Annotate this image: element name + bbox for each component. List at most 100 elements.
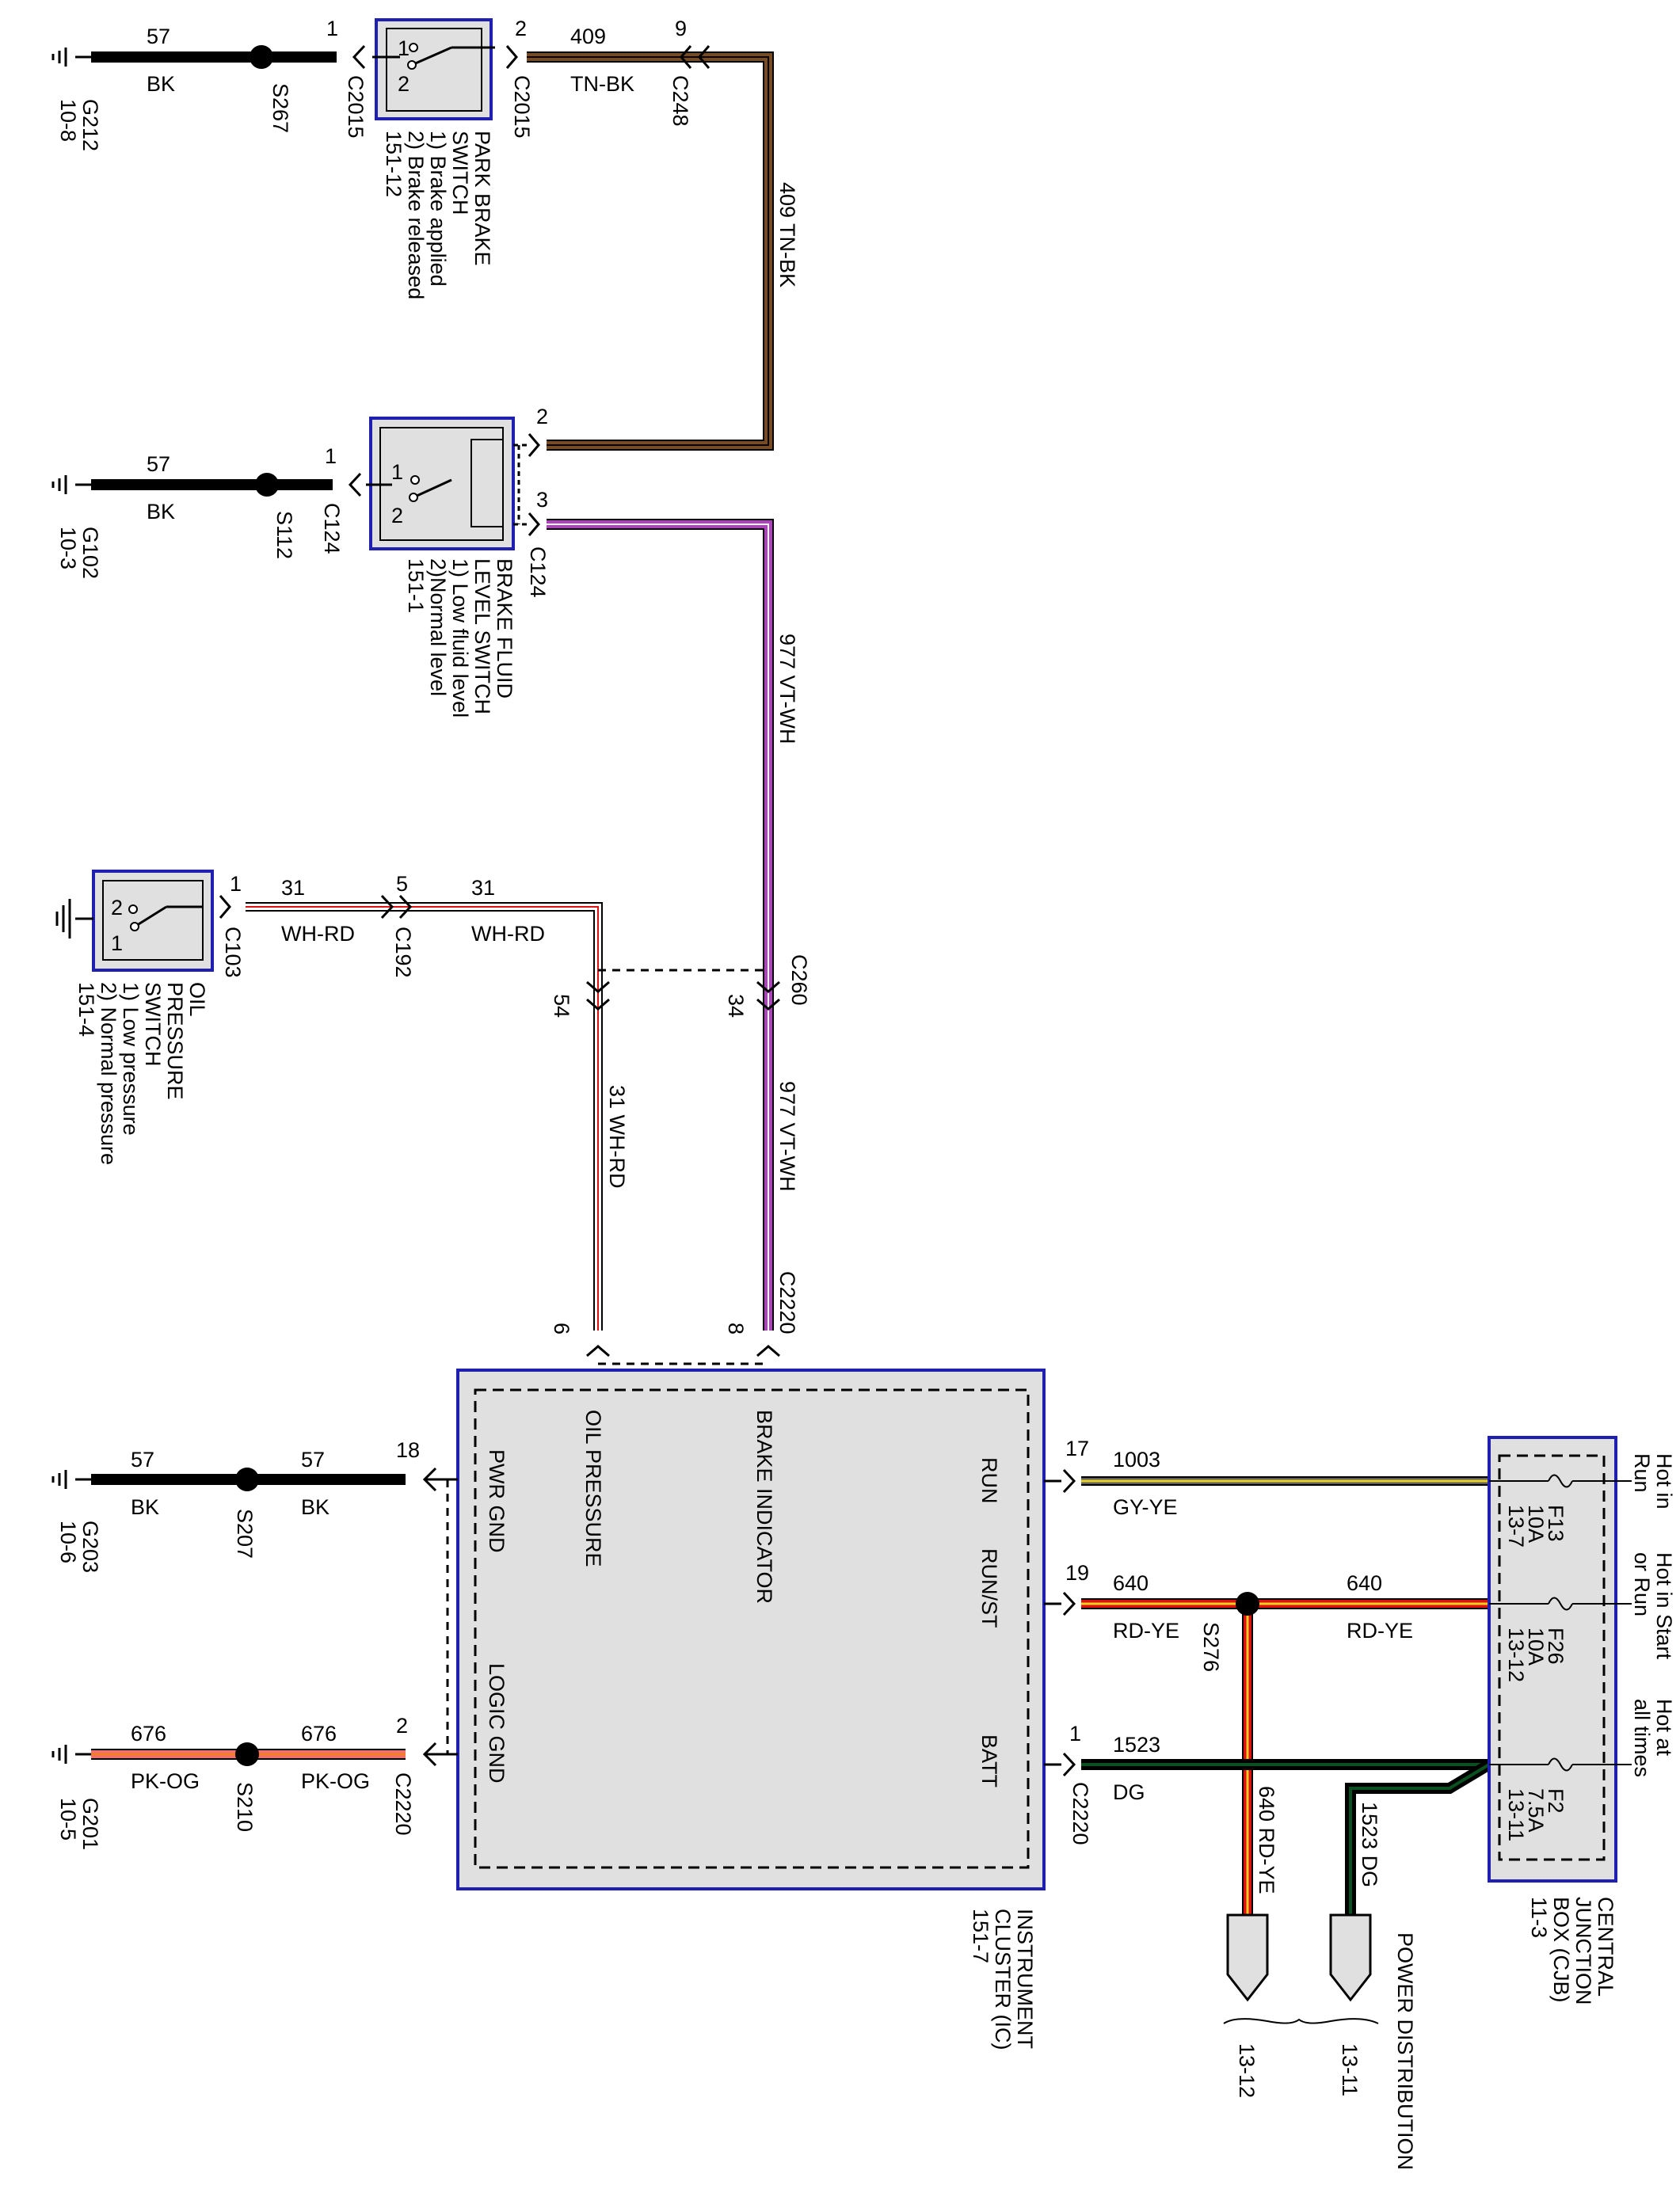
pin-number: 2 xyxy=(515,17,527,40)
connector-arrow-icon xyxy=(586,1345,610,1357)
splice-label: S210 xyxy=(233,1782,257,1832)
svg-text:2)Normal level: 2)Normal level xyxy=(426,558,450,696)
ground-g201: G201 10-5 xyxy=(51,1745,102,1850)
svg-text:Run: Run xyxy=(1630,1453,1654,1493)
fuse-icon xyxy=(1548,1474,1573,1488)
pin-number: 1 xyxy=(325,444,337,468)
vertical-wire-label: 640 RD-YE xyxy=(1255,1786,1278,1894)
brace-icon xyxy=(1223,2018,1379,2024)
connector-arrow-icon xyxy=(528,433,540,457)
wire-color-code: GY-YE xyxy=(1113,1495,1178,1519)
connector-label: C2220 xyxy=(391,1772,415,1836)
circuit-number: 640 xyxy=(1113,1571,1149,1595)
ground-label: G212 xyxy=(78,99,102,151)
svg-text:or Run: or Run xyxy=(1630,1552,1654,1616)
connector-arrow-icon xyxy=(380,894,413,919)
ground-page-ref: 10-6 xyxy=(56,1521,80,1563)
svg-text:1) Low pressure: 1) Low pressure xyxy=(119,982,143,1136)
connector-label: C2220 xyxy=(775,1271,799,1334)
pin-number: 19 xyxy=(1065,1561,1089,1585)
circuit-number: 409 xyxy=(570,25,606,48)
pin-label-run: RUN xyxy=(977,1457,1001,1504)
svg-text:151-4: 151-4 xyxy=(74,982,98,1037)
svg-text:Hot in: Hot in xyxy=(1652,1453,1676,1510)
connector-arrow-icon xyxy=(756,1345,780,1357)
pin-number: 1 xyxy=(230,872,242,896)
switch-pin: 1 xyxy=(391,460,403,484)
svg-text:BRAKE FLUID: BRAKE FLUID xyxy=(493,558,516,699)
circuit-number: 1523 xyxy=(1113,1733,1160,1757)
park-brake-label: PARK BRAKE SWITCH 1) Brake applied 2) Br… xyxy=(382,131,494,299)
svg-text:F2: F2 xyxy=(1544,1788,1568,1814)
ground-g203: G203 10-6 xyxy=(51,1470,102,1573)
connector-label: C260 xyxy=(787,954,811,1006)
splice-dot-icon xyxy=(1236,1592,1259,1616)
circuit-number: 640 xyxy=(1347,1571,1382,1595)
svg-text:F13: F13 xyxy=(1544,1505,1568,1542)
vertical-wire-label: 409 TN-BK xyxy=(775,182,799,287)
connector-arrow-icon xyxy=(1062,1468,1076,1494)
splice-dot-icon xyxy=(235,1468,259,1491)
power-distribution-label: POWER DISTRIBUTION xyxy=(1393,1932,1417,2170)
ground-g212: G212 10-8 xyxy=(51,48,102,151)
circuit-number: 676 xyxy=(301,1722,337,1746)
power-distribution-pointer-13-12: 13-12 xyxy=(1226,1913,1269,2098)
wire-color-code: PK-OG xyxy=(301,1769,370,1793)
wire-977-vt-wh xyxy=(547,519,774,1331)
pin-number: 9 xyxy=(675,17,687,40)
svg-text:7.5A: 7.5A xyxy=(1524,1788,1548,1833)
instrument-cluster: PWR GND LOGIC GND OIL PRESSURE BRAKE IND… xyxy=(456,1369,1046,1890)
connector-label: C192 xyxy=(391,927,415,978)
wire-409-tn-bk xyxy=(527,51,774,451)
splice-label: S267 xyxy=(269,83,292,133)
circuit-number: 31 xyxy=(471,876,495,900)
pin-label-batt: BATT xyxy=(977,1734,1001,1788)
svg-text:1) Low fluid level: 1) Low fluid level xyxy=(448,558,472,718)
cjb-label: CENTRAL JUNCTION BOX (CJB) 11-3 xyxy=(1527,1897,1617,2005)
connector-label: C248 xyxy=(669,75,692,127)
pin-number: 1 xyxy=(1069,1722,1081,1746)
switch-pin: 2 xyxy=(111,896,123,919)
svg-text:JUNCTION: JUNCTION xyxy=(1571,1897,1595,2005)
svg-text:OIL: OIL xyxy=(185,982,209,1017)
oil-pressure-label: OIL PRESSURE SWITCH 1) Low pressure 2) N… xyxy=(74,982,209,1165)
splice-dot-icon xyxy=(255,473,279,497)
svg-text:SWITCH: SWITCH xyxy=(141,982,165,1066)
vertical-wire-label: 31 WH-RD xyxy=(605,1085,629,1189)
circuit-number: 1003 xyxy=(1113,1448,1160,1472)
central-junction-box xyxy=(1488,1436,1632,1883)
vertical-wire-label: 977 VT-WH xyxy=(775,634,799,744)
ground-page-ref: 10-8 xyxy=(56,99,80,142)
pin-number: 54 xyxy=(550,994,573,1018)
switch-pin: 2 xyxy=(398,72,410,96)
svg-text:CLUSTER (IC): CLUSTER (IC) xyxy=(991,1909,1015,2050)
park-brake-switch: 1 2 xyxy=(372,18,495,120)
switch-pin: 2 xyxy=(391,504,403,527)
connector-label: C103 xyxy=(221,927,245,978)
svg-text:151-12: 151-12 xyxy=(382,131,406,197)
wire-color-code: WH-RD xyxy=(281,922,355,946)
ground-label: G102 xyxy=(78,527,102,579)
svg-text:PRESSURE: PRESSURE xyxy=(163,982,187,1100)
svg-text:CENTRAL: CENTRAL xyxy=(1594,1897,1617,1997)
connector-arrow-icon xyxy=(1062,1591,1076,1616)
svg-text:LEVEL SWITCH: LEVEL SWITCH xyxy=(470,558,494,714)
wire-color-code: BK xyxy=(301,1495,330,1519)
connector-label: C2015 xyxy=(510,75,534,139)
pin-label-run-st: RUN/ST xyxy=(977,1548,1001,1628)
splice-label: S207 xyxy=(233,1509,257,1559)
pin-number: 5 xyxy=(396,872,408,896)
pin-label-pwr-gnd: PWR GND xyxy=(485,1449,509,1553)
svg-text:13-11: 13-11 xyxy=(1504,1788,1528,1841)
svg-text:11-3: 11-3 xyxy=(1527,1897,1551,1938)
svg-text:2) Brake released: 2) Brake released xyxy=(404,131,428,299)
svg-text:151-7: 151-7 xyxy=(969,1909,992,1963)
pin-number: 1 xyxy=(326,17,338,40)
connector-arrow-icon xyxy=(680,45,710,69)
svg-text:13-12: 13-12 xyxy=(1504,1628,1528,1682)
splice-dot-icon xyxy=(235,1742,259,1766)
fuse-f2: F2 7.5A 13-11 xyxy=(1504,1788,1568,1841)
cluster-label: INSTRUMENT CLUSTER (IC) 151-7 xyxy=(969,1909,1037,2050)
vertical-wire-label: 977 VT-WH xyxy=(775,1081,799,1192)
